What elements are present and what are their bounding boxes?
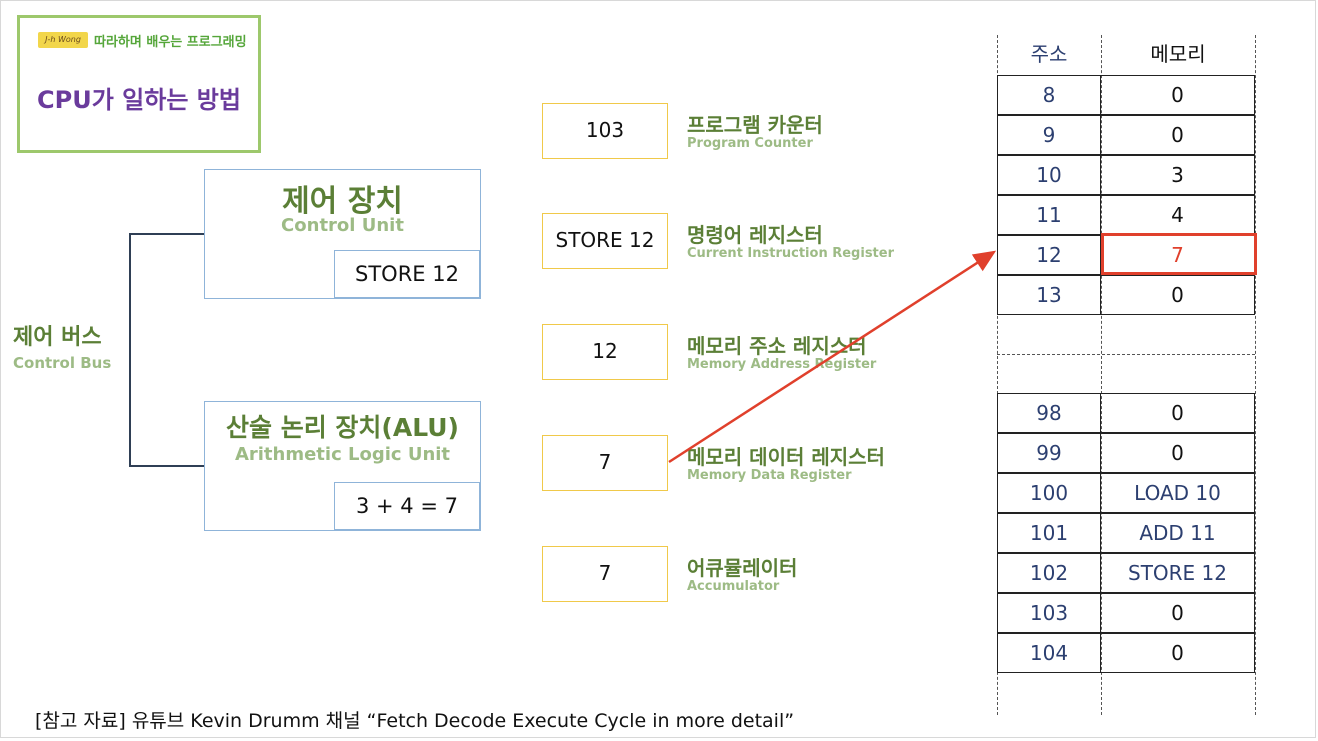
alu-value: 3 + 4 = 7 (334, 482, 480, 530)
control-bus-label: 제어 버스 (13, 325, 102, 350)
memory-address: 103 (997, 593, 1101, 633)
memory-value: 0 (1101, 393, 1255, 433)
control-unit-value: STORE 12 (334, 250, 480, 298)
memory-data-register-name: 메모리 데이터 레지스터 (687, 445, 885, 469)
write-arrow-line (668, 250, 997, 464)
table-row: 13 0 (997, 275, 1255, 315)
memory-header-address: 주소 (1030, 42, 1068, 66)
memory-gap-divider (997, 354, 1255, 355)
memory-value: 0 (1101, 593, 1255, 633)
memory-value: 0 (1101, 115, 1255, 155)
bus-top-connector (129, 233, 204, 235)
memory-header: 주소 메모리 (997, 35, 1255, 75)
page-title: CPU가 일하는 방법 (37, 86, 241, 114)
control-unit-box: 제어 장치 Control Unit STORE 12 (204, 169, 481, 299)
program-counter-name: 프로그램 카운터 (687, 113, 823, 137)
instruction-register-sub: Current Instruction Register (687, 246, 894, 261)
table-row: 101 ADD 11 (997, 513, 1255, 553)
memory-address: 98 (997, 393, 1101, 433)
memory-address: 100 (997, 473, 1101, 513)
memory-guide-right (1255, 35, 1256, 715)
memory-data-register-sub: Memory Data Register (687, 468, 852, 483)
memory-address: 101 (997, 513, 1101, 553)
table-row: 8 0 (997, 75, 1255, 115)
reference-footer: [참고 자료] 유튜브 Kevin Drumm 채널 “Fetch Decode… (35, 710, 795, 732)
memory-value: ADD 11 (1101, 513, 1255, 553)
memory-value: LOAD 10 (1101, 473, 1255, 513)
accumulator-sub: Accumulator (687, 579, 780, 594)
bus-vertical-line (129, 233, 131, 467)
title-box: J-h Wong 따라하며 배우는 프로그래밍 CPU가 일하는 방법 (17, 15, 261, 153)
table-row: 103 0 (997, 593, 1255, 633)
instruction-register-name: 명령어 레지스터 (687, 223, 823, 247)
table-row: 104 0 (997, 633, 1255, 673)
memory-address: 104 (997, 633, 1101, 673)
memory-address-register-sub: Memory Address Register (687, 357, 877, 372)
table-row: 102 STORE 12 (997, 553, 1255, 593)
memory-value: 0 (1101, 633, 1255, 673)
memory-address: 13 (997, 275, 1101, 315)
memory-address: 11 (997, 195, 1101, 235)
table-row: 98 0 (997, 393, 1255, 433)
instruction-register-value: STORE 12 (542, 213, 668, 269)
bus-bottom-connector (129, 465, 204, 467)
accumulator-value: 7 (542, 546, 668, 602)
memory-guide-left (997, 35, 998, 715)
memory-highlight-box (1101, 233, 1257, 275)
accumulator-name: 어큐뮬레이터 (687, 556, 798, 580)
memory-data-register-value: 7 (542, 435, 668, 491)
memory-address: 10 (997, 155, 1101, 195)
memory-guide-mid (1101, 35, 1102, 715)
alu-subtitle: Arithmetic Logic Unit (234, 444, 451, 465)
table-row: 100 LOAD 10 (997, 473, 1255, 513)
memory-value: 0 (1101, 75, 1255, 115)
alu-box: 산술 논리 장치(ALU) Arithmetic Logic Unit 3 + … (204, 401, 481, 531)
control-unit-subtitle: Control Unit (281, 215, 404, 236)
memory-value: 0 (1101, 275, 1255, 315)
table-row: 10 3 (997, 155, 1255, 195)
channel-logo: J-h Wong (38, 32, 88, 48)
memory-header-value: 메모리 (1150, 42, 1206, 66)
table-row: 99 0 (997, 433, 1255, 473)
memory-address: 102 (997, 553, 1101, 593)
channel-name: 따라하며 배우는 프로그래밍 (94, 35, 247, 50)
memory-address: 9 (997, 115, 1101, 155)
memory-address: 8 (997, 75, 1101, 115)
memory-value: 0 (1101, 433, 1255, 473)
memory-address: 12 (997, 235, 1101, 275)
program-counter-value: 103 (542, 103, 668, 159)
memory-value: STORE 12 (1101, 553, 1255, 593)
control-unit-title: 제어 장치 (282, 184, 403, 219)
program-counter-sub: Program Counter (687, 136, 813, 151)
memory-address: 99 (997, 433, 1101, 473)
table-row: 9 0 (997, 115, 1255, 155)
memory-value: 3 (1101, 155, 1255, 195)
alu-title: 산술 논리 장치(ALU) (226, 413, 459, 442)
memory-address-register-value: 12 (542, 324, 668, 380)
control-bus-sublabel: Control Bus (13, 354, 112, 372)
